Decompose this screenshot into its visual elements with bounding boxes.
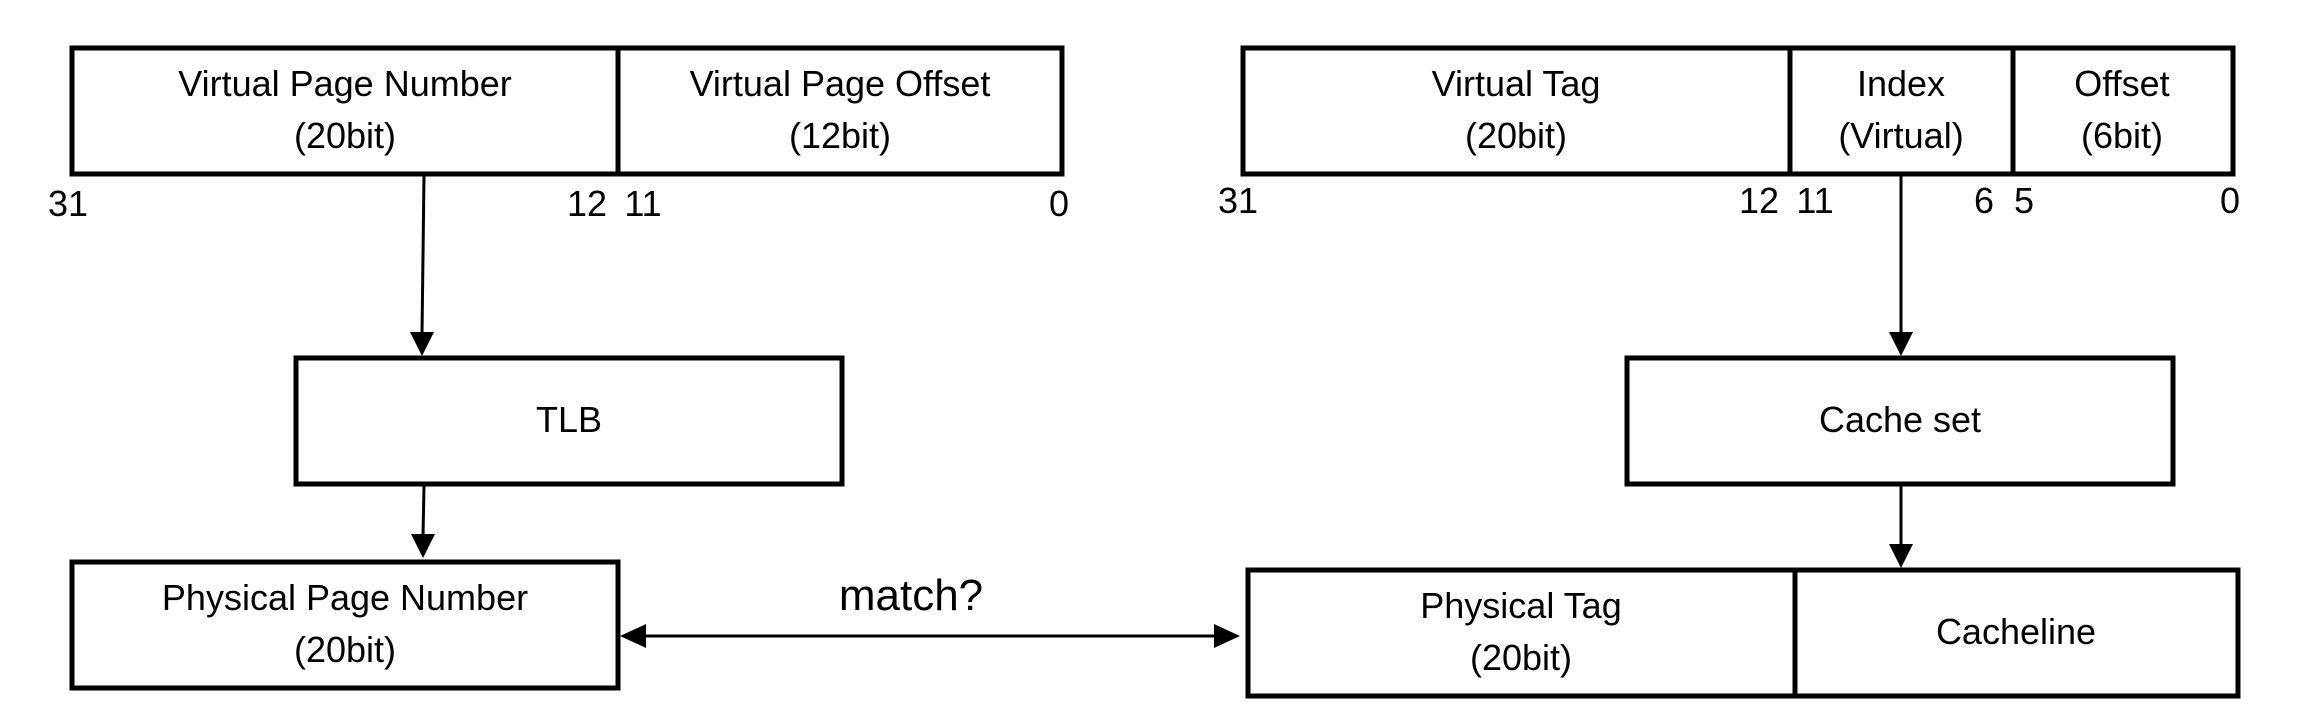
- virtual-address-box: Virtual Page Number (20bit) Virtual Page…: [69, 45, 1065, 177]
- cache-set-box: Cache set: [1624, 355, 2176, 487]
- match-label: match?: [839, 571, 983, 620]
- ca-bit-5: 5: [2014, 180, 2034, 221]
- vpo-size: (12bit): [789, 115, 891, 156]
- va-bit-31: 31: [48, 183, 88, 224]
- cache-address-box: Virtual Tag (20bit) Index (Virtual) Offs…: [1240, 45, 2236, 177]
- ca-bit-12: 12: [1739, 180, 1779, 221]
- ppn-label: Physical Page Number: [162, 577, 528, 618]
- cache-address-frame: [1240, 45, 2236, 177]
- physical-page-number-box: Physical Page Number (20bit): [69, 559, 621, 691]
- physical-tag-label: Physical Tag: [1420, 585, 1621, 626]
- cache-set-label: Cache set: [1819, 399, 1981, 440]
- va-bit-11: 11: [624, 183, 661, 224]
- cache-set-to-entry-arrow: [1889, 486, 1913, 568]
- vpn-to-tlb-arrow: [410, 175, 434, 356]
- va-bit-0: 0: [1049, 183, 1069, 224]
- index-to-cache-set-arrow: [1889, 176, 1913, 356]
- tlb-frame: [293, 355, 845, 487]
- index-qualifier: (Virtual): [1838, 115, 1963, 156]
- ca-bit-0: 0: [2220, 180, 2240, 221]
- tlb-label: TLB: [536, 399, 602, 440]
- tlb-to-ppn-arrow: [411, 485, 435, 558]
- vpn-label: Virtual Page Number: [178, 63, 512, 104]
- cache-entry-box: Physical Tag (20bit) Cacheline: [1245, 567, 2241, 699]
- tlb-box: TLB: [293, 355, 845, 487]
- cache-set-frame: [1624, 355, 2176, 487]
- vpo-label: Virtual Page Offset: [690, 63, 991, 104]
- virtual-tag-size: (20bit): [1465, 115, 1567, 156]
- index-label: Index: [1857, 63, 1945, 104]
- ca-bit-31: 31: [1218, 180, 1258, 221]
- offset-label: Offset: [2074, 63, 2169, 104]
- vpn-size: (20bit): [294, 115, 396, 156]
- offset-size: (6bit): [2081, 115, 2163, 156]
- va-bit-12: 12: [567, 183, 607, 224]
- cache-entry-frame: [1245, 567, 2241, 699]
- cacheline-label: Cacheline: [1936, 611, 2096, 652]
- ppn-frame: [69, 559, 621, 691]
- virtual-address-frame: [69, 45, 1065, 177]
- virtual-tag-label: Virtual Tag: [1432, 63, 1601, 104]
- ca-bit-11: 11: [1796, 180, 1833, 221]
- match-arrow: [620, 624, 1240, 648]
- physical-tag-size: (20bit): [1470, 637, 1572, 678]
- ppn-size: (20bit): [294, 629, 396, 670]
- ca-bit-6: 6: [1974, 180, 1994, 221]
